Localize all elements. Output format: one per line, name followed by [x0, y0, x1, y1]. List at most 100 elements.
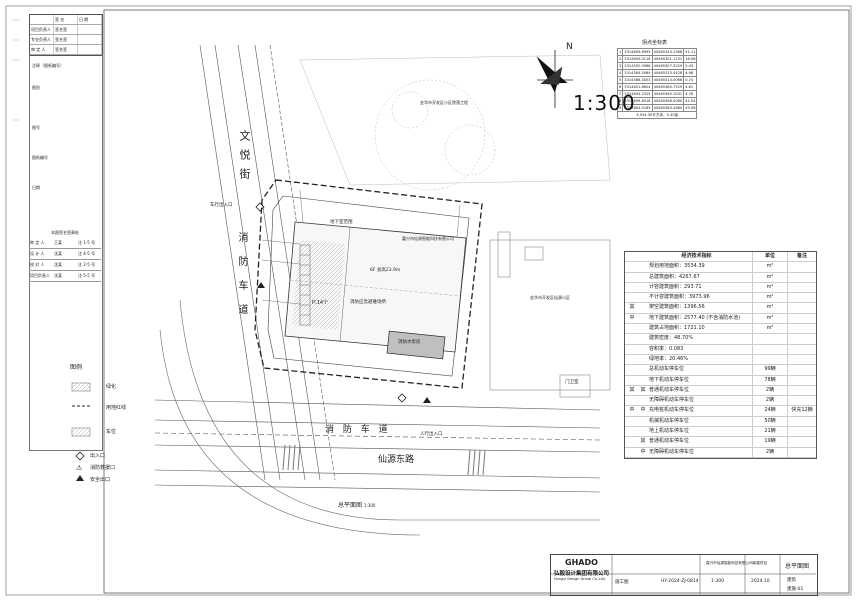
- revision-header: 签 名 日 期: [30, 15, 102, 25]
- tech-subgroup: 中: [640, 407, 646, 414]
- tech-item-note: [787, 272, 816, 282]
- tech-col-unit: 单位: [752, 252, 787, 262]
- tech-item-name: 普通机动车停车位: [649, 438, 690, 445]
- sign-val: 注 4-5 号: [78, 251, 96, 256]
- rev-row-label: 审 定 人: [30, 45, 54, 54]
- coord-cell: 40465313.4428: [651, 69, 685, 77]
- sign-name: 沈某: [54, 273, 62, 278]
- coord-cell: 40465360.7529: [651, 83, 685, 91]
- north-arrow: [536, 50, 573, 108]
- rev-row-label: 专业负责人: [30, 35, 54, 44]
- tech-item-name: 总机动车停车位: [649, 366, 685, 373]
- sign-name: 沈某: [54, 251, 62, 256]
- legend-item-redline: 用地红线: [106, 405, 127, 411]
- sign-row: 审 定 人 王某 注 1-5 号: [29, 238, 101, 249]
- road-west-label: 文悦街: [238, 130, 251, 187]
- tech-item-note: [787, 313, 816, 324]
- basement-label: 地下室范围: [330, 220, 353, 225]
- tech-item-unit: m²: [752, 303, 787, 313]
- tech-group: [625, 345, 639, 354]
- coord-cell: 18.08: [683, 55, 698, 63]
- tech-item-note: [787, 416, 816, 427]
- tech-item-note: 快充12辆: [787, 406, 816, 416]
- tech-item-unit: m²: [752, 272, 787, 282]
- left-info-column: 注释（图纸编号） 图别 图号 图纸编号 日期: [29, 55, 103, 451]
- coord-cell: 3314584.5069: [622, 69, 653, 77]
- entrance-west-label: 车行出入口: [210, 203, 233, 208]
- tech-item-note: [787, 375, 816, 385]
- tech-subgroup: [639, 427, 647, 436]
- sign-role: 设 计 人: [30, 251, 45, 256]
- coord-cell: 3314605.0118: [622, 55, 653, 63]
- title-block: GHADO 弘毅设计集团有限公司 Hongyi Design Group Co.…: [550, 554, 818, 596]
- tech-header-row: 经济技术指标 单位 备注: [625, 252, 816, 263]
- coord-cell: 5.43: [683, 62, 698, 70]
- coord-cell: 40465366.0080: [651, 97, 685, 105]
- tech-subgroup: [639, 365, 647, 374]
- rev-header-0: [30, 15, 54, 24]
- tech-group: [625, 324, 639, 333]
- discipline-label: 建筑: [787, 578, 796, 583]
- tech-row: 容积率：0.083: [625, 344, 816, 355]
- title-block-lines: [550, 554, 816, 594]
- tech-item-unit: 2辆: [752, 385, 787, 396]
- scale-label: 1:300: [711, 579, 724, 584]
- tech-subgroup: [639, 283, 647, 292]
- tech-group: [625, 396, 639, 405]
- coord-cell: 4.61: [683, 83, 698, 91]
- tech-item-unit: 78辆: [752, 375, 787, 385]
- legend-item-exit: 安全出口: [90, 477, 111, 483]
- project-no: HY-2024-ZJ-0814: [661, 579, 699, 584]
- company-name: 弘毅设计集团有限公司: [554, 571, 610, 577]
- sign-val: 注 5-5 号: [78, 273, 96, 278]
- tech-item-note: [787, 437, 816, 447]
- fire-lane-south-label: 消 防 车 道: [325, 425, 391, 435]
- tech-group: [625, 427, 639, 436]
- revision-row: 项目负责人 签名签: [30, 25, 102, 35]
- plot-east-label: 金华市开发区仙源小区: [530, 295, 570, 300]
- parking-count-label: P:14个: [312, 300, 329, 306]
- tech-item-note: [787, 385, 816, 396]
- tech-item-note: [787, 324, 816, 334]
- plan-title: 总平面图 1:300: [338, 500, 375, 509]
- tech-item-unit: 2辆: [752, 396, 787, 406]
- fire-lane-west-label: 消防车道: [236, 232, 247, 328]
- coord-cell: 40465307.5229: [651, 62, 685, 70]
- drawing-frame: [103, 9, 850, 594]
- tech-item-name: 不计容建筑面积：3973.96: [649, 294, 710, 301]
- tech-item-unit: 2辆: [752, 447, 787, 457]
- zebra-crossing: [282, 444, 486, 476]
- tech-subgroup: 中: [640, 448, 646, 455]
- tech-item-name: 绿地率：20.46%: [649, 355, 689, 362]
- tech-item-unit: [752, 334, 787, 344]
- tech-subgroup: [639, 396, 647, 405]
- tech-item-name: 容积率：0.083: [649, 345, 684, 352]
- tech-row: 绿地率：20.46%: [625, 354, 816, 366]
- tech-item-name: 无障碍机动车停车位: [649, 397, 695, 404]
- tech-subgroup: [639, 314, 647, 323]
- tech-item-note: [787, 354, 816, 365]
- sign-val: 注 1-5 号: [78, 240, 96, 245]
- tech-subgroup: [639, 262, 647, 271]
- tech-subgroup: [639, 303, 647, 312]
- tech-item-note: [787, 262, 816, 272]
- tech-item-unit: 21辆: [752, 427, 787, 437]
- tech-item-unit: 99辆: [752, 365, 787, 375]
- sign-block: 本图签名签章处 审 定 人 王某 注 1-5 号 设 计 人 沈某 注 4-5 …: [29, 230, 101, 282]
- drawing-no: 建施-01: [787, 587, 804, 592]
- tech-group: [625, 334, 639, 343]
- tech-item-name: 建筑占地面积：1721.10: [649, 325, 705, 332]
